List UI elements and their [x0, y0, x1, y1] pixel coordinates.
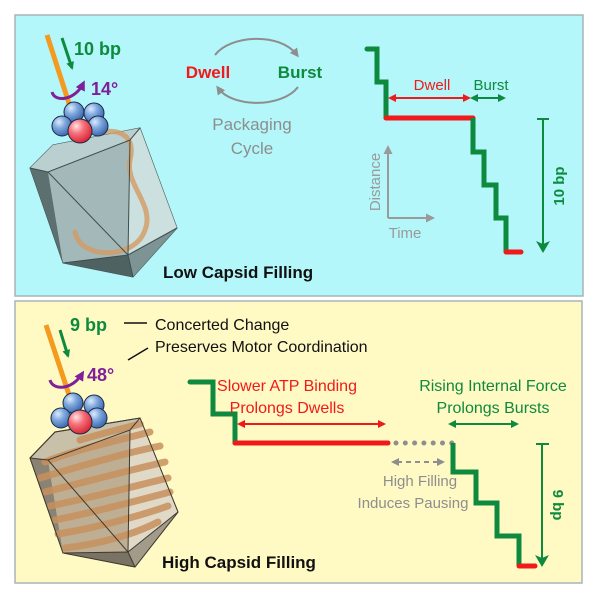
burst-label-line2: Prolongs Bursts: [437, 400, 550, 417]
low-filling-panel: 10 bp 14° Dwell Burst Packaging Cycle Dw…: [14, 14, 584, 297]
low-panel-title: Low Capsid Filling: [163, 263, 313, 282]
dwell-label-line2: Prolongs Dwells: [230, 400, 345, 417]
note-line1: Concerted Change: [155, 317, 289, 334]
motor-high: [50, 392, 108, 435]
pause-label-line2: Induces Pausing: [358, 495, 469, 512]
rotation-label: 14°: [91, 79, 118, 99]
high-capsid: [29, 417, 179, 568]
step-arrow-icon: [58, 329, 71, 358]
rotation-arrow-icon: [50, 80, 85, 101]
step-arrow-icon: [60, 37, 74, 70]
scale-bar-label: 10 bp: [551, 166, 568, 205]
note-line2: Preserves Motor Coordination: [155, 339, 368, 356]
cycle-caption-line2: Cycle: [231, 139, 274, 158]
high-filling-panel: 9 bp 48° Concerted Change Preserves Moto…: [14, 300, 583, 584]
step-size-label: 9 bp: [70, 315, 107, 335]
cycle-arrow-icon: [216, 85, 299, 104]
trace-burst-label: Burst: [473, 77, 509, 94]
burst-trace-segment: [187, 379, 238, 446]
scale-bar-label: 9 bp: [549, 490, 566, 521]
packaged-dna-high: [36, 420, 174, 552]
rotation-arrow-icon: [48, 370, 85, 389]
packaging-cycle: Dwell Burst Packaging Cycle: [186, 37, 323, 158]
distance-axis-label: Distance: [367, 153, 384, 211]
cycle-burst-label: Burst: [278, 63, 323, 82]
pause-label-line1: High Filling: [383, 473, 457, 490]
high-panel-title: High Capsid Filling: [162, 553, 316, 572]
step-size-label: 10 bp: [74, 39, 121, 59]
trace-dwell-label: Dwell: [414, 77, 451, 94]
burst-trace-segment: [364, 46, 389, 121]
burst-trace-segment: [470, 118, 509, 252]
time-axis-label: Time: [389, 225, 422, 242]
motor-low: [51, 101, 109, 144]
cycle-arrow-icon: [214, 37, 299, 58]
motor-active-subunit-icon: [67, 118, 93, 144]
rotation-label: 48°: [87, 365, 114, 385]
burst-trace-segment: [450, 443, 522, 566]
cycle-dwell-label: Dwell: [186, 63, 230, 82]
dwell-label-line1: Slower ATP Binding: [217, 378, 357, 395]
note-leader-line: [127, 347, 149, 361]
low-trace: Dwell Burst 10 bp Distance Time: [364, 46, 568, 255]
motor-active-subunit-icon: [67, 409, 93, 435]
burst-label-line1: Rising Internal Force: [419, 378, 567, 395]
high-trace: Slower ATP Binding Prolongs Dwells Risin…: [187, 378, 567, 569]
cycle-caption-line1: Packaging: [212, 115, 291, 134]
low-capsid: [29, 127, 178, 278]
